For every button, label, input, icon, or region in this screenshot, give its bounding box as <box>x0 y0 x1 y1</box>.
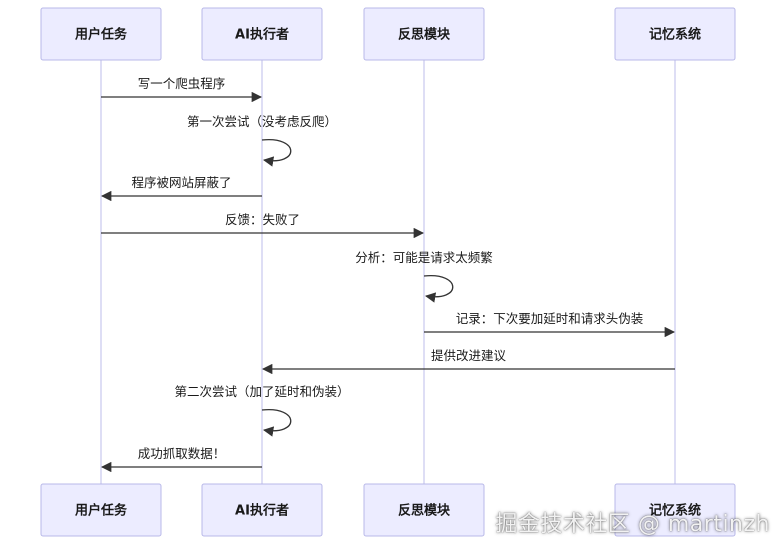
message-8: 第二次尝试（加了延时和伪装） <box>174 384 350 437</box>
actor-ai-bottom: AI执行者 <box>201 483 323 537</box>
self-message-arrow <box>261 409 292 437</box>
message-1: 写一个爬虫程序 <box>101 76 263 103</box>
message-label: 第二次尝试（加了延时和伪装） <box>174 384 349 399</box>
actor-box <box>363 483 485 537</box>
actor-ai-top: AI执行者 <box>201 7 323 61</box>
message-3: 程序被网站屏蔽了 <box>100 175 262 202</box>
actor-box <box>40 483 162 537</box>
actor-reflect-bottom: 反思模块 <box>363 483 485 537</box>
actor-user-bottom: 用户任务 <box>40 483 162 537</box>
actor-label: AI执行者 <box>235 27 289 43</box>
message-4: 反馈：失败了 <box>101 212 425 239</box>
message-6: 记录：下次要加延时和请求头伪装 <box>424 311 676 338</box>
self-message-arrow <box>423 275 454 303</box>
self-message-arrow <box>261 139 292 167</box>
actor-box <box>40 7 162 61</box>
actor-box <box>201 7 323 61</box>
message-7: 提供改进建议 <box>261 348 675 375</box>
message-label: 成功抓取数据！ <box>138 446 226 461</box>
actor-memory-top: 记忆系统 <box>614 7 736 61</box>
actor-label: 记忆系统 <box>649 503 701 519</box>
actor-reflect-top: 反思模块 <box>363 7 485 61</box>
actor-label: AI执行者 <box>235 503 289 519</box>
message-label: 提供改进建议 <box>431 348 507 363</box>
message-label: 反馈：失败了 <box>225 212 300 227</box>
actor-user-top: 用户任务 <box>40 7 162 61</box>
actor-label: 用户任务 <box>74 27 128 43</box>
actor-box <box>614 483 736 537</box>
actor-box <box>201 483 323 537</box>
message-5: 分析：可能是请求太频繁 <box>355 250 493 303</box>
actor-label: 用户任务 <box>74 503 128 519</box>
actor-memory-bottom: 记忆系统 <box>614 483 736 537</box>
message-2: 第一次尝试（没考虑反爬） <box>187 114 337 167</box>
message-label: 记录：下次要加延时和请求头伪装 <box>456 311 644 326</box>
message-9: 成功抓取数据！ <box>100 446 262 473</box>
watermark-text: 掘金技术社区 @ martinzh <box>495 512 770 537</box>
actor-label: 反思模块 <box>398 503 451 519</box>
message-label: 写一个爬虫程序 <box>138 76 226 91</box>
message-label: 第一次尝试（没考虑反爬） <box>187 114 337 129</box>
message-label: 程序被网站屏蔽了 <box>131 175 231 190</box>
message-label: 分析：可能是请求太频繁 <box>355 250 493 265</box>
actor-box <box>614 7 736 61</box>
actor-label: 记忆系统 <box>649 27 701 43</box>
actor-label: 反思模块 <box>398 27 451 43</box>
actor-box <box>363 7 485 61</box>
